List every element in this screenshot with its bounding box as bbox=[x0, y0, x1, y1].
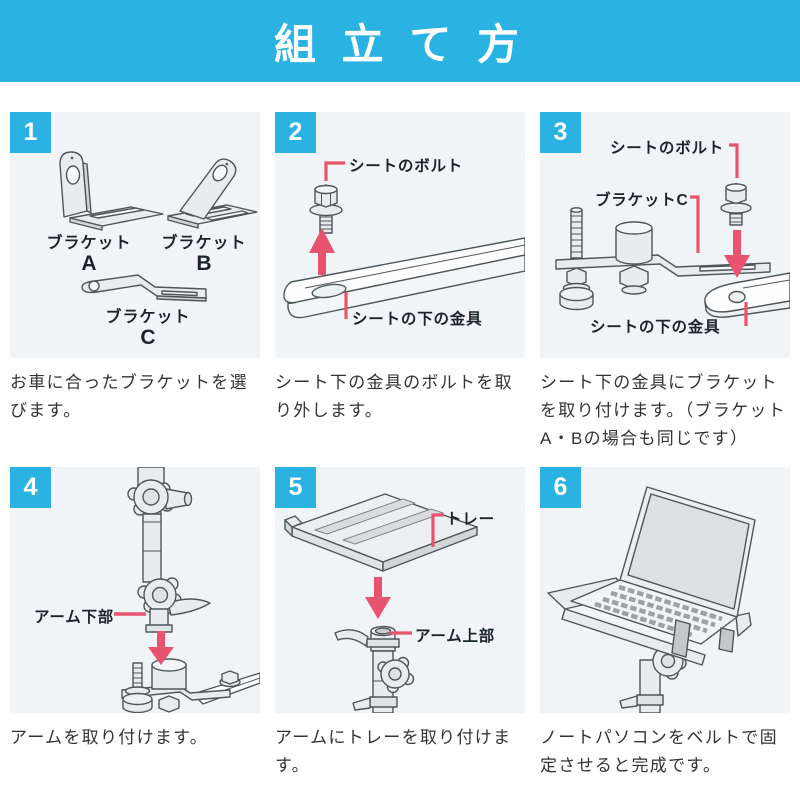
down-arrow-icon bbox=[724, 230, 750, 278]
callout-lines bbox=[690, 143, 748, 326]
arm-mounting-illustration bbox=[114, 467, 260, 713]
bracket-b-label: ブラケット B bbox=[161, 235, 247, 275]
step-2-caption: シート下の金具のボルトを取り外します。 bbox=[275, 373, 513, 420]
arm-drawing bbox=[127, 467, 211, 633]
down-arrow-icon bbox=[365, 577, 391, 619]
tray-mounting-illustration bbox=[284, 493, 478, 713]
bracket-a-label: ブラケット A bbox=[46, 235, 132, 275]
title-banner: 組 立 て 方 bbox=[0, 0, 800, 82]
page-title: 組 立 て 方 bbox=[273, 20, 526, 68]
belt-straps bbox=[671, 619, 735, 658]
step-2-panel: 2 bbox=[275, 112, 525, 358]
step-2-badge: 2 bbox=[275, 112, 316, 153]
step-3-panel: 3 bbox=[540, 112, 790, 358]
seat-bolt-label: シートのボルト bbox=[349, 158, 464, 175]
bracket-a-drawing bbox=[59, 151, 164, 231]
step-6-caption: ノートパソコンをベルトで固定させると完成です。 bbox=[540, 728, 778, 775]
step-6: 6 bbox=[540, 467, 790, 780]
finished-assembly-illustration bbox=[547, 486, 756, 713]
tray-label: トレー bbox=[446, 511, 495, 528]
down-arrow-icon bbox=[148, 631, 174, 665]
bracket-c-drawing bbox=[81, 274, 207, 302]
brackets-illustration bbox=[59, 151, 258, 302]
bolt-drawing bbox=[309, 184, 343, 234]
arm-lower-label: アーム下部 bbox=[34, 609, 115, 626]
callout-lines bbox=[389, 513, 444, 635]
tray-drawing bbox=[284, 493, 478, 572]
adjuster-bolt-drawing bbox=[559, 207, 594, 311]
arm-top-drawing bbox=[334, 625, 415, 713]
step-4: 4 bbox=[10, 467, 260, 752]
bracket-c-label: ブラケット C bbox=[105, 309, 191, 349]
bracket-c-label: ブラケットC bbox=[595, 192, 689, 209]
bracket-mounting-illustration bbox=[555, 143, 790, 326]
bracket-b-drawing bbox=[167, 158, 258, 229]
callout-lines bbox=[324, 161, 348, 319]
step-4-caption: アームを取り付けます。 bbox=[10, 728, 209, 747]
spacer-drawing bbox=[615, 221, 653, 295]
step-5-badge: 5 bbox=[275, 467, 316, 508]
step-1: 1 bbox=[10, 112, 260, 425]
step-3: 3 bbox=[540, 112, 790, 453]
seat-rail-bolt-illustration bbox=[283, 161, 525, 319]
bracket-assembly-drawing bbox=[121, 658, 260, 713]
step-4-badge: 4 bbox=[10, 467, 51, 508]
step-4-panel: 4 bbox=[10, 467, 260, 713]
step-5: 5 bbox=[275, 467, 525, 780]
bolt-drawing bbox=[720, 182, 752, 226]
up-arrow-icon bbox=[309, 228, 335, 275]
step-2: 2 bbox=[275, 112, 525, 425]
laptop-drawing bbox=[570, 486, 756, 645]
seat-fitting-label: シートの下の金具 bbox=[352, 311, 483, 328]
step-1-badge: 1 bbox=[10, 112, 51, 153]
step-6-panel: 6 bbox=[540, 467, 790, 713]
step-1-panel: 1 bbox=[10, 112, 260, 358]
step-3-badge: 3 bbox=[540, 112, 581, 153]
step-3-caption: シート下の金具にブラケットを取り付けます。（ブラケットA・Bの場合も同じです） bbox=[540, 373, 786, 448]
step-5-panel: 5 bbox=[275, 467, 525, 713]
step-6-badge: 6 bbox=[540, 467, 581, 508]
step-1-caption: お車に合ったブラケットを選びます。 bbox=[10, 373, 248, 420]
step-5-caption: アームにトレーを取り付けます。 bbox=[275, 728, 512, 775]
arm-upper-label: アーム上部 bbox=[415, 628, 496, 645]
seat-fitting-label: シートの下の金具 bbox=[590, 319, 721, 336]
seat-bolt-label: シートのボルト bbox=[610, 140, 725, 157]
